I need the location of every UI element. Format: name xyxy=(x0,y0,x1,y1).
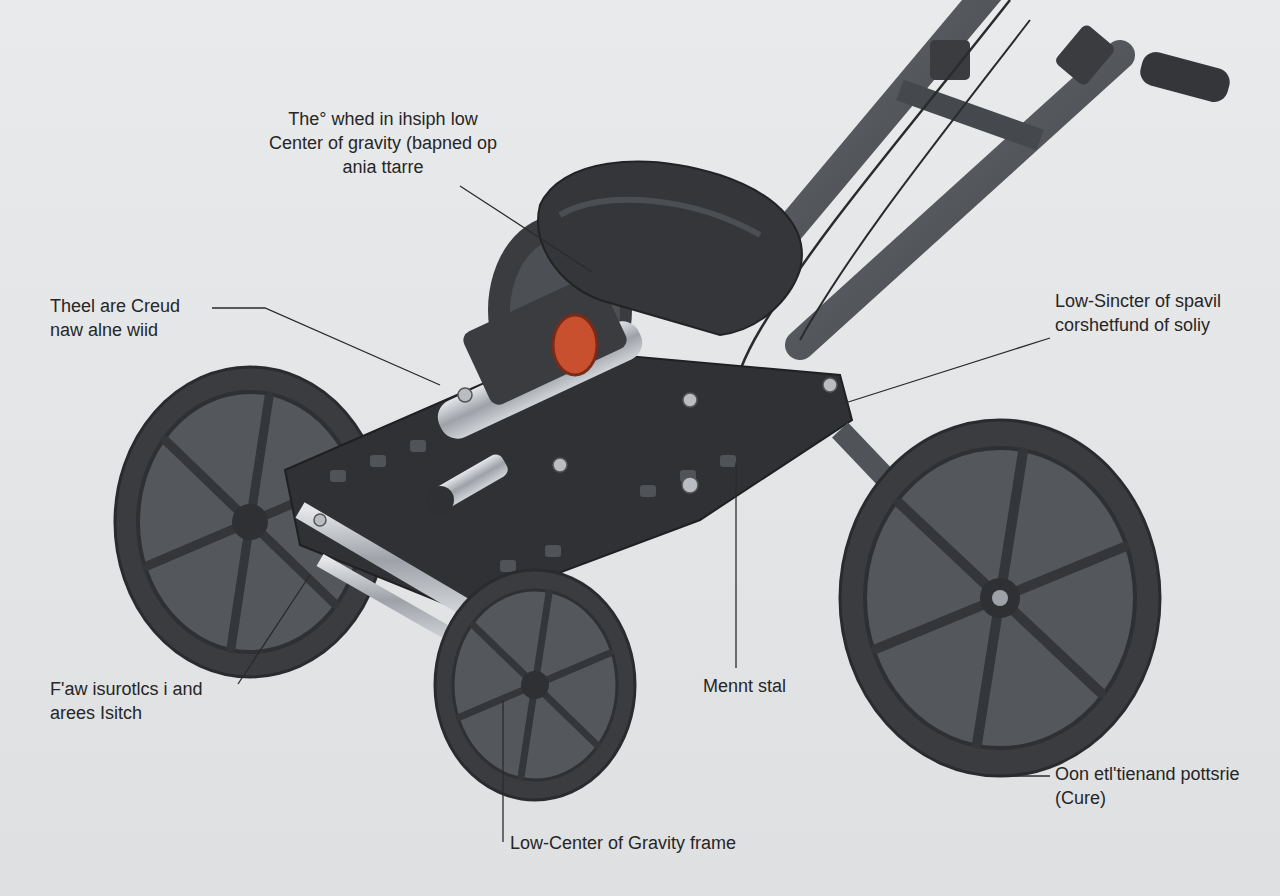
leader-lines xyxy=(212,186,1050,842)
callout-label: Low-Center of Gravity frame xyxy=(510,832,750,856)
callout-label: Theel are Creud naw alne wiid xyxy=(50,295,210,343)
callout-label: Low-Sincter of spavil corshetfund of sol… xyxy=(1055,290,1270,338)
callout-label: Mennt stal xyxy=(703,675,813,699)
callout-label: F'aw isurotlcs i and arees Isitch xyxy=(50,678,235,726)
callout-label: The° whed in ihsiph low Center of gravit… xyxy=(268,108,498,179)
callout-label: Oon etl'tienand pottsrie (Cure) xyxy=(1055,763,1250,811)
